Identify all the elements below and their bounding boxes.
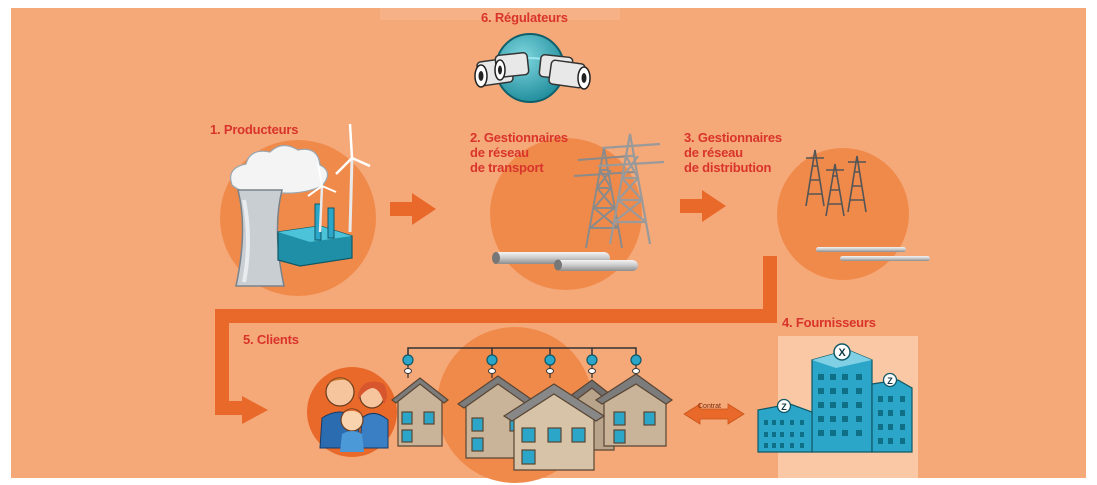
family-icon [319, 377, 389, 452]
distribution-pylons-icon [805, 149, 930, 261]
arrow-transport-to-distribution [680, 190, 726, 222]
transport-label: 2. Gestionnaires de réseau de transport [470, 130, 568, 175]
meter-icons [402, 354, 642, 378]
transport-label-line-1: 2. Gestionnaires [470, 130, 568, 145]
transport-label-line-2: de réseau [470, 145, 529, 160]
svg-text:X: X [838, 347, 846, 359]
high-voltage-pylons-icon [492, 133, 665, 271]
regulateurs-label: 6. Régulateurs [481, 10, 568, 25]
clients-label: 5. Clients [243, 332, 299, 347]
fournisseurs-label: 4. Fournisseurs [782, 315, 876, 330]
distribution-label-line-2: de réseau [684, 145, 743, 160]
contract-double-arrow [683, 403, 745, 425]
distribution-label: 3. Gestionnaires de réseau de distributi… [684, 130, 782, 175]
svg-text:Z: Z [781, 402, 787, 412]
office-buildings-icon: X Z Z [757, 343, 913, 453]
arrow-producteurs-to-transport [390, 193, 436, 225]
distribution-label-line-1: 3. Gestionnaires [684, 130, 782, 145]
transport-label-line-3: de transport [470, 160, 544, 175]
regulator-globe-icon [474, 33, 591, 103]
contract-label: Contrat [698, 403, 721, 410]
svg-text:Z: Z [887, 376, 893, 386]
arrow-distribution-to-clients [215, 256, 777, 415]
producteurs-label: 1. Producteurs [210, 122, 299, 137]
nuclear-plant-wind-turbines-icon [230, 123, 371, 287]
houses-icon [391, 373, 674, 471]
distribution-label-line-3: de distribution [684, 160, 772, 175]
